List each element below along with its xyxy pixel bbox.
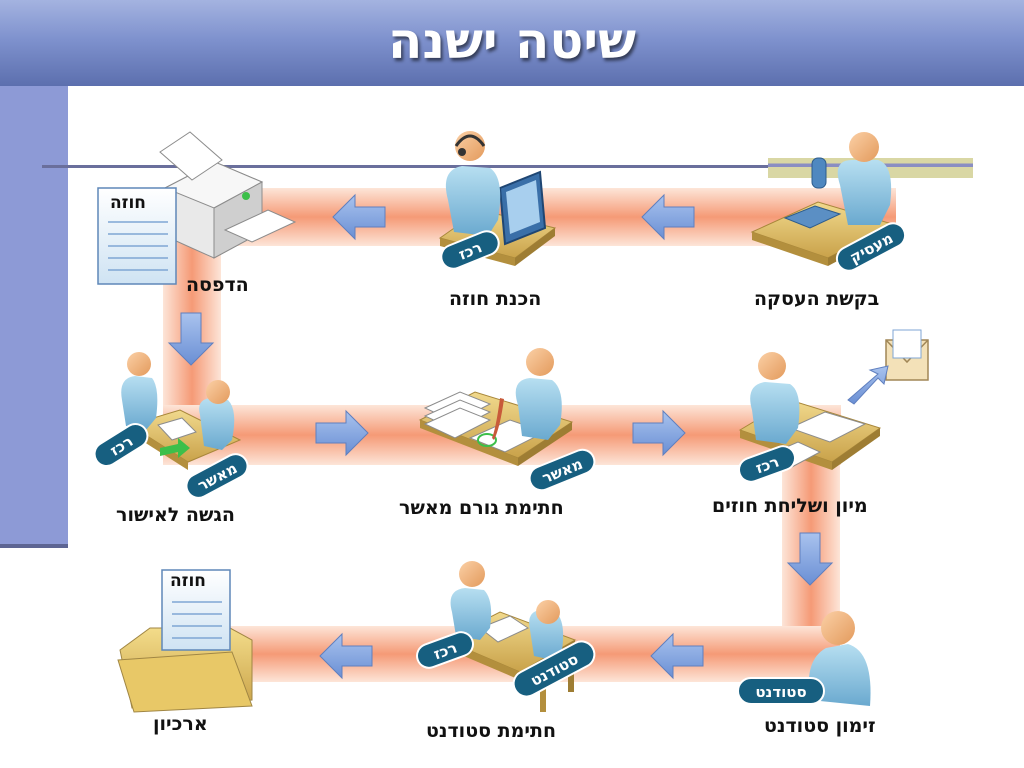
submit-coordinator-badge: רכז	[93, 422, 149, 468]
side-accent-edge	[0, 544, 68, 548]
coordinator-computer-icon	[438, 131, 557, 266]
step-label-prepare: הכנת חוזה	[449, 288, 542, 310]
sign-coordinator-badge: רכז	[416, 631, 474, 669]
slide-title: שיטה ישנה	[388, 12, 636, 70]
archive-doc-label: חוזה	[170, 571, 206, 591]
step-label-sort-send: מיון ושליחת חוזים	[712, 495, 868, 517]
sort-coordinator-badge: רכז	[738, 445, 796, 483]
step-label-request: בקשת העסקה	[754, 288, 880, 310]
submit-approval-icon	[121, 352, 242, 470]
contract-document-icon: חוזה	[97, 187, 177, 285]
step-label-student-sign: חתימת סטודנט	[426, 720, 556, 742]
step-label-submit: הגשה לאישור	[116, 504, 235, 526]
envelope-icon	[847, 329, 929, 405]
accent-line	[42, 165, 972, 168]
side-accent-bar	[0, 86, 68, 546]
coordinator-badge: רכז	[440, 230, 500, 270]
archive-folder-icon: חוזה	[117, 569, 253, 713]
step-label-approver-sign: חתימת גורם מאשר	[399, 497, 564, 519]
step-label-archive: ארכיון	[153, 713, 208, 735]
summon-student-badge: סטודנט	[737, 677, 825, 705]
contract-doc-label: חוזה	[110, 193, 146, 213]
step-label-summon: זימון סטודנט	[764, 715, 876, 737]
printer-icon	[159, 131, 297, 259]
title-bar	[0, 0, 1024, 86]
role-student: סטודנט	[755, 683, 806, 701]
step-label-print: הדפסה	[186, 274, 249, 296]
approver-signing-icon	[418, 348, 574, 466]
